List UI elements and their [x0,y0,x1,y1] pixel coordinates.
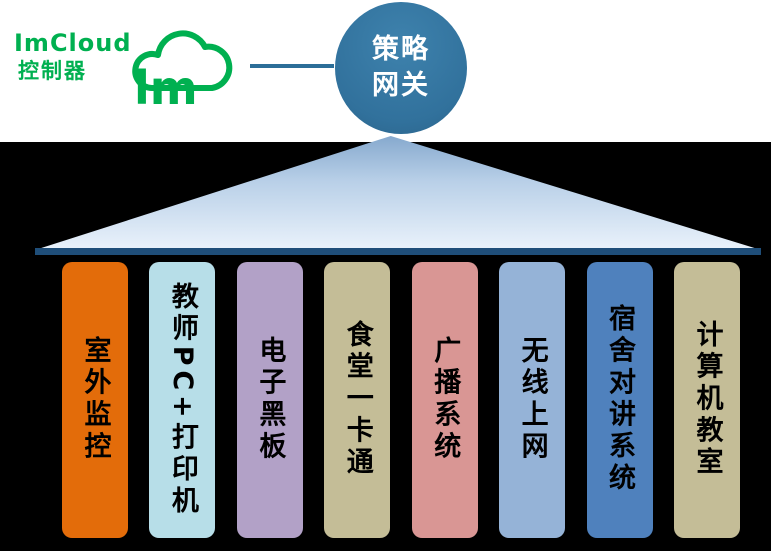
funnel-shape [35,136,761,250]
brand-label: ImCloud 控制器 [14,28,132,84]
category-label: 室外监控 [79,336,111,464]
category-column: 电子黑板 [236,262,303,538]
cloud-outline [132,30,233,91]
category-label: 食堂一卡通 [341,320,373,480]
category-column: 室外监控 [62,262,128,538]
category-label: 教师PC+打印机 [166,281,198,519]
category-column: 宿舍对讲系统 [586,262,653,538]
category-column: 教师PC+打印机 [149,262,216,538]
gateway-node: 策略 网关 [335,2,467,134]
cloud-logo-text: lm [134,61,198,114]
category-column: 计算机教室 [673,262,740,538]
cloud-icon: lm [132,30,233,114]
gateway-label-line2: 网关 [372,70,430,101]
category-label: 广播系统 [429,336,461,464]
brand-name: ImCloud [14,29,132,57]
category-label: 宿舍对讲系统 [604,304,636,496]
category-label: 计算机教室 [691,320,723,480]
category-column: 广播系统 [411,262,478,538]
base-bar [35,248,761,255]
connector-line [250,64,334,68]
category-column: 食堂一卡通 [324,262,391,538]
category-column: 无线上网 [499,262,566,538]
category-label: 电子黑板 [254,336,286,464]
category-label: 无线上网 [516,336,548,464]
category-columns: 室外监控 教师PC+打印机 电子黑板 食堂一卡通 广播系统 无线上网 宿舍对讲系… [62,262,740,538]
brand-subtitle: 控制器 [18,59,87,83]
gateway-label-line1: 策略 [372,33,430,65]
